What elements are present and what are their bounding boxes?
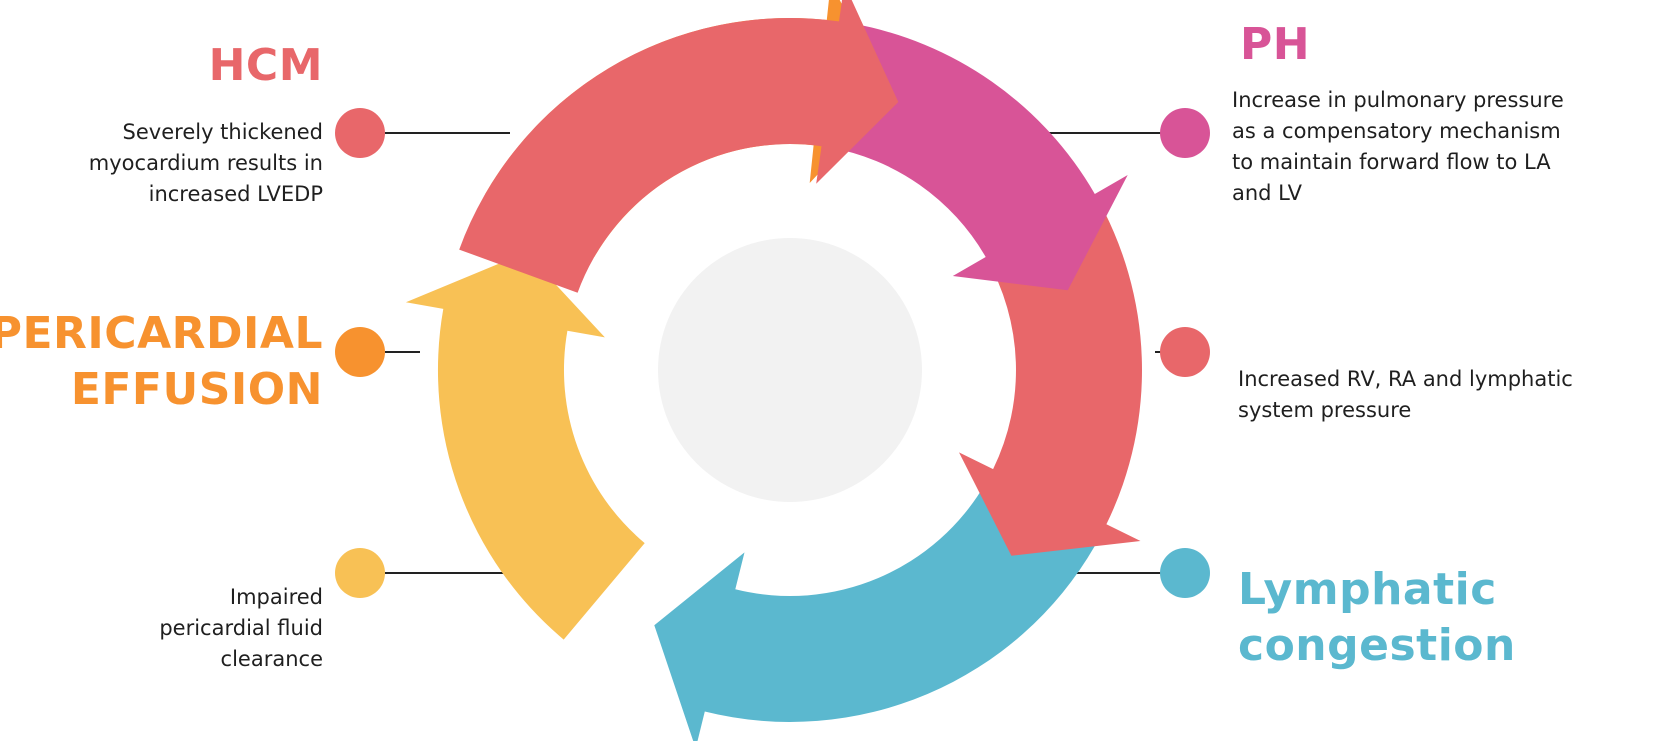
hcm-description: Severely thickened myocardium results in… xyxy=(89,117,323,210)
pericardial-effusion-title-line: PERICARDIAL xyxy=(0,308,323,359)
fluid-clearance-description-line: clearance xyxy=(220,647,323,671)
ph-description-line: Increase in pulmonary pressure xyxy=(1232,88,1564,112)
hcm-description-line: Severely thickened xyxy=(122,120,323,144)
pericardial-effusion-dot xyxy=(335,327,385,377)
hcm-title: HCM xyxy=(208,40,323,91)
lymphatic-congestion-arrow xyxy=(654,483,1095,741)
hcm-description-line: myocardium results in xyxy=(88,151,323,175)
lymphatic-congestion-title-line: Lymphatic xyxy=(1238,564,1497,615)
fluid-clearance-arrow xyxy=(405,252,645,640)
ph-description-line: and LV xyxy=(1232,181,1302,205)
ph-arrow xyxy=(829,23,1128,291)
lymphatic-congestion-title: Lymphatic congestion xyxy=(1238,562,1516,674)
hcm-dot xyxy=(335,108,385,158)
cycle-segments xyxy=(405,0,1142,741)
rv-ra-pressure-description: Increased RV, RA and lymphatic system pr… xyxy=(1238,364,1573,426)
lymphatic-congestion-dot xyxy=(1160,548,1210,598)
fluid-clearance-description-line: pericardial fluid xyxy=(159,616,323,640)
ph-description-line: as a compensatory mechanism xyxy=(1232,119,1561,143)
lymphatic-congestion-title-line: congestion xyxy=(1238,620,1516,671)
hcm-arrow xyxy=(459,0,899,293)
pericardial-effusion-title-line: EFFUSION xyxy=(70,364,323,415)
pericardial-effusion-title: PERICARDIAL EFFUSION xyxy=(0,306,323,418)
ph-title: PH xyxy=(1240,19,1311,70)
rv-ra-pressure-dot xyxy=(1160,327,1210,377)
ph-description: Increase in pulmonary pressure as a comp… xyxy=(1232,85,1564,209)
hcm-description-line: increased LVEDP xyxy=(148,182,323,206)
fluid-clearance-description-line: Impaired xyxy=(229,585,323,609)
rv-ra-pressure-description-line: system pressure xyxy=(1238,398,1412,422)
ph-description-line: to maintain forward flow to LA xyxy=(1232,150,1551,174)
rv-ra-pressure-description-line: Increased RV, RA and lymphatic xyxy=(1238,367,1573,391)
fluid-clearance-dot xyxy=(335,548,385,598)
center-circle xyxy=(658,238,922,502)
ph-dot xyxy=(1160,108,1210,158)
fluid-clearance-description: Impaired pericardial fluid clearance xyxy=(159,582,323,675)
marker-dots xyxy=(335,108,1210,598)
rv-ra-pressure-arrow xyxy=(959,194,1142,556)
